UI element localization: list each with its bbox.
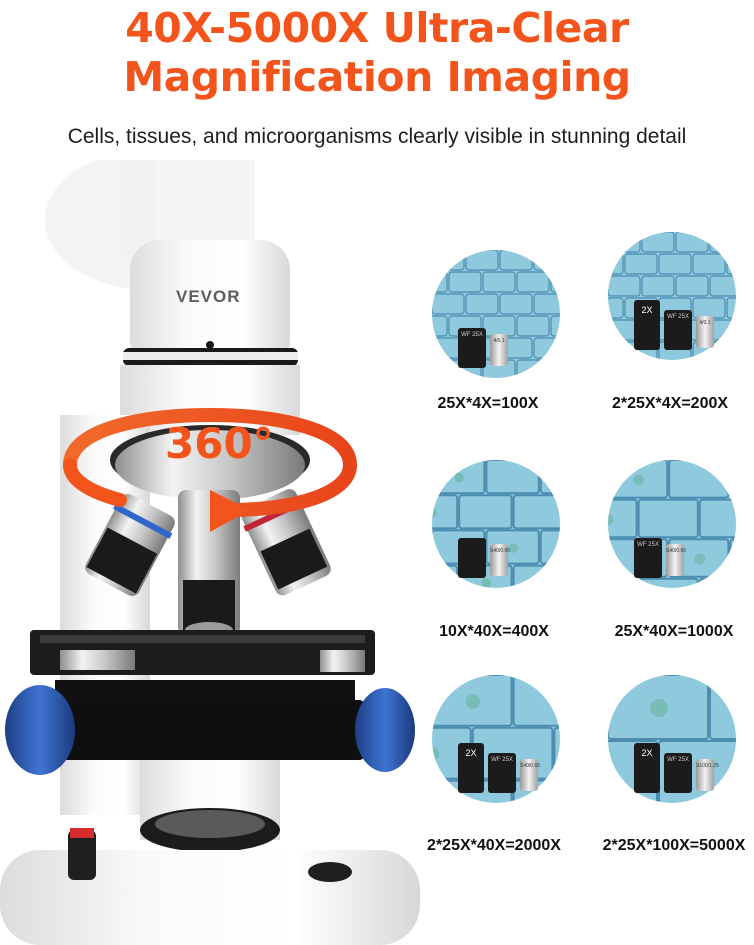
magnification-panel: 2X WF 25X 4/0.1 <box>594 232 754 387</box>
eyepiece-label: WF 25X <box>461 332 483 338</box>
eyepiece-label: WF 25X <box>667 757 689 763</box>
objective-label: S40/0.65 <box>520 763 541 769</box>
objective-icon: S40/0.65 <box>490 544 511 576</box>
objective-label: 4/0.1 <box>493 338 505 344</box>
objective-label: S100/1.25 <box>696 763 719 769</box>
barlow-label: 2X <box>465 748 477 758</box>
objective-icon: 4/0.1 <box>490 334 508 366</box>
eyepiece-icon: WF 25X <box>634 538 662 578</box>
subheadline: Cells, tissues, and microorganisms clear… <box>67 125 687 148</box>
objective-icon: S40/0.65 <box>666 544 687 576</box>
eyepiece-icon <box>458 538 486 578</box>
headline-line-1: 40X-5000X Ultra-Clear <box>125 4 629 52</box>
barlow-lens-icon: 2X <box>458 743 484 793</box>
magnification-caption: 25X*4X=100X <box>437 395 539 412</box>
objective-lens-blue <box>85 494 175 596</box>
eyepiece-label: WF 25X <box>491 757 513 763</box>
barlow-lens-icon: 2X <box>634 743 660 793</box>
objective-label: S40/0.65 <box>666 548 687 554</box>
objective-icon: 4/0.1 <box>696 316 714 348</box>
barlow-label: 2X <box>641 748 653 758</box>
magnification-panel: WF 25X 4/0.1 <box>418 250 578 405</box>
eyepiece-icon: WF 25X <box>488 753 516 793</box>
magnification-panel: 2X WF 25X S100/1.25 <box>594 675 754 830</box>
cell-view-image <box>608 232 736 360</box>
barlow-label: 2X <box>641 305 653 315</box>
focus-knob-right <box>355 688 415 772</box>
magnification-caption: 2*25X*4X=200X <box>611 395 729 412</box>
objective-label: S40/0.65 <box>490 548 511 554</box>
magnification-caption: 10X*40X=400X <box>439 623 549 640</box>
eyepiece-icon: WF 25X <box>664 310 692 350</box>
objective-label: 4/0.1 <box>699 320 711 326</box>
magnification-panel: S40/0.65 <box>418 460 578 615</box>
headline: 40X-5000X Ultra-Clear Magnification Imag… <box>0 4 754 102</box>
magnification-caption: 2*25X*40X=2000X <box>427 837 561 854</box>
magnification-panel: 2X WF 25X S40/0.65 <box>418 675 578 830</box>
focus-knob-left <box>5 685 75 775</box>
brand-label: VEVOR <box>176 287 241 306</box>
eyepiece-icon: WF 25X <box>664 753 692 793</box>
eyepiece-label: WF 25X <box>637 542 659 548</box>
eyepiece-icon: WF 25X <box>458 328 486 368</box>
cell-view-image <box>608 460 736 588</box>
rotation-badge: 360° <box>165 419 274 468</box>
eyepiece-label: WF 25X <box>667 314 689 320</box>
microscope-base <box>0 828 420 945</box>
magnification-caption: 2*25X*100X=5000X <box>602 837 746 854</box>
microscope-illustration: VEVOR 360° <box>0 160 420 945</box>
nosepiece <box>110 425 310 500</box>
headline-line-2: Magnification Imaging <box>123 53 631 101</box>
barlow-lens-icon: 2X <box>634 300 660 350</box>
objective-icon: S100/1.25 <box>696 759 719 791</box>
microscope-stage <box>30 630 375 760</box>
microscope-head: VEVOR <box>120 240 300 435</box>
magnification-caption: 25X*40X=1000X <box>614 623 734 640</box>
rotation-arrow-icon <box>63 407 358 532</box>
magnification-panel: WF 25X S40/0.65 <box>594 460 754 615</box>
objective-icon: S40/0.65 <box>520 759 541 791</box>
